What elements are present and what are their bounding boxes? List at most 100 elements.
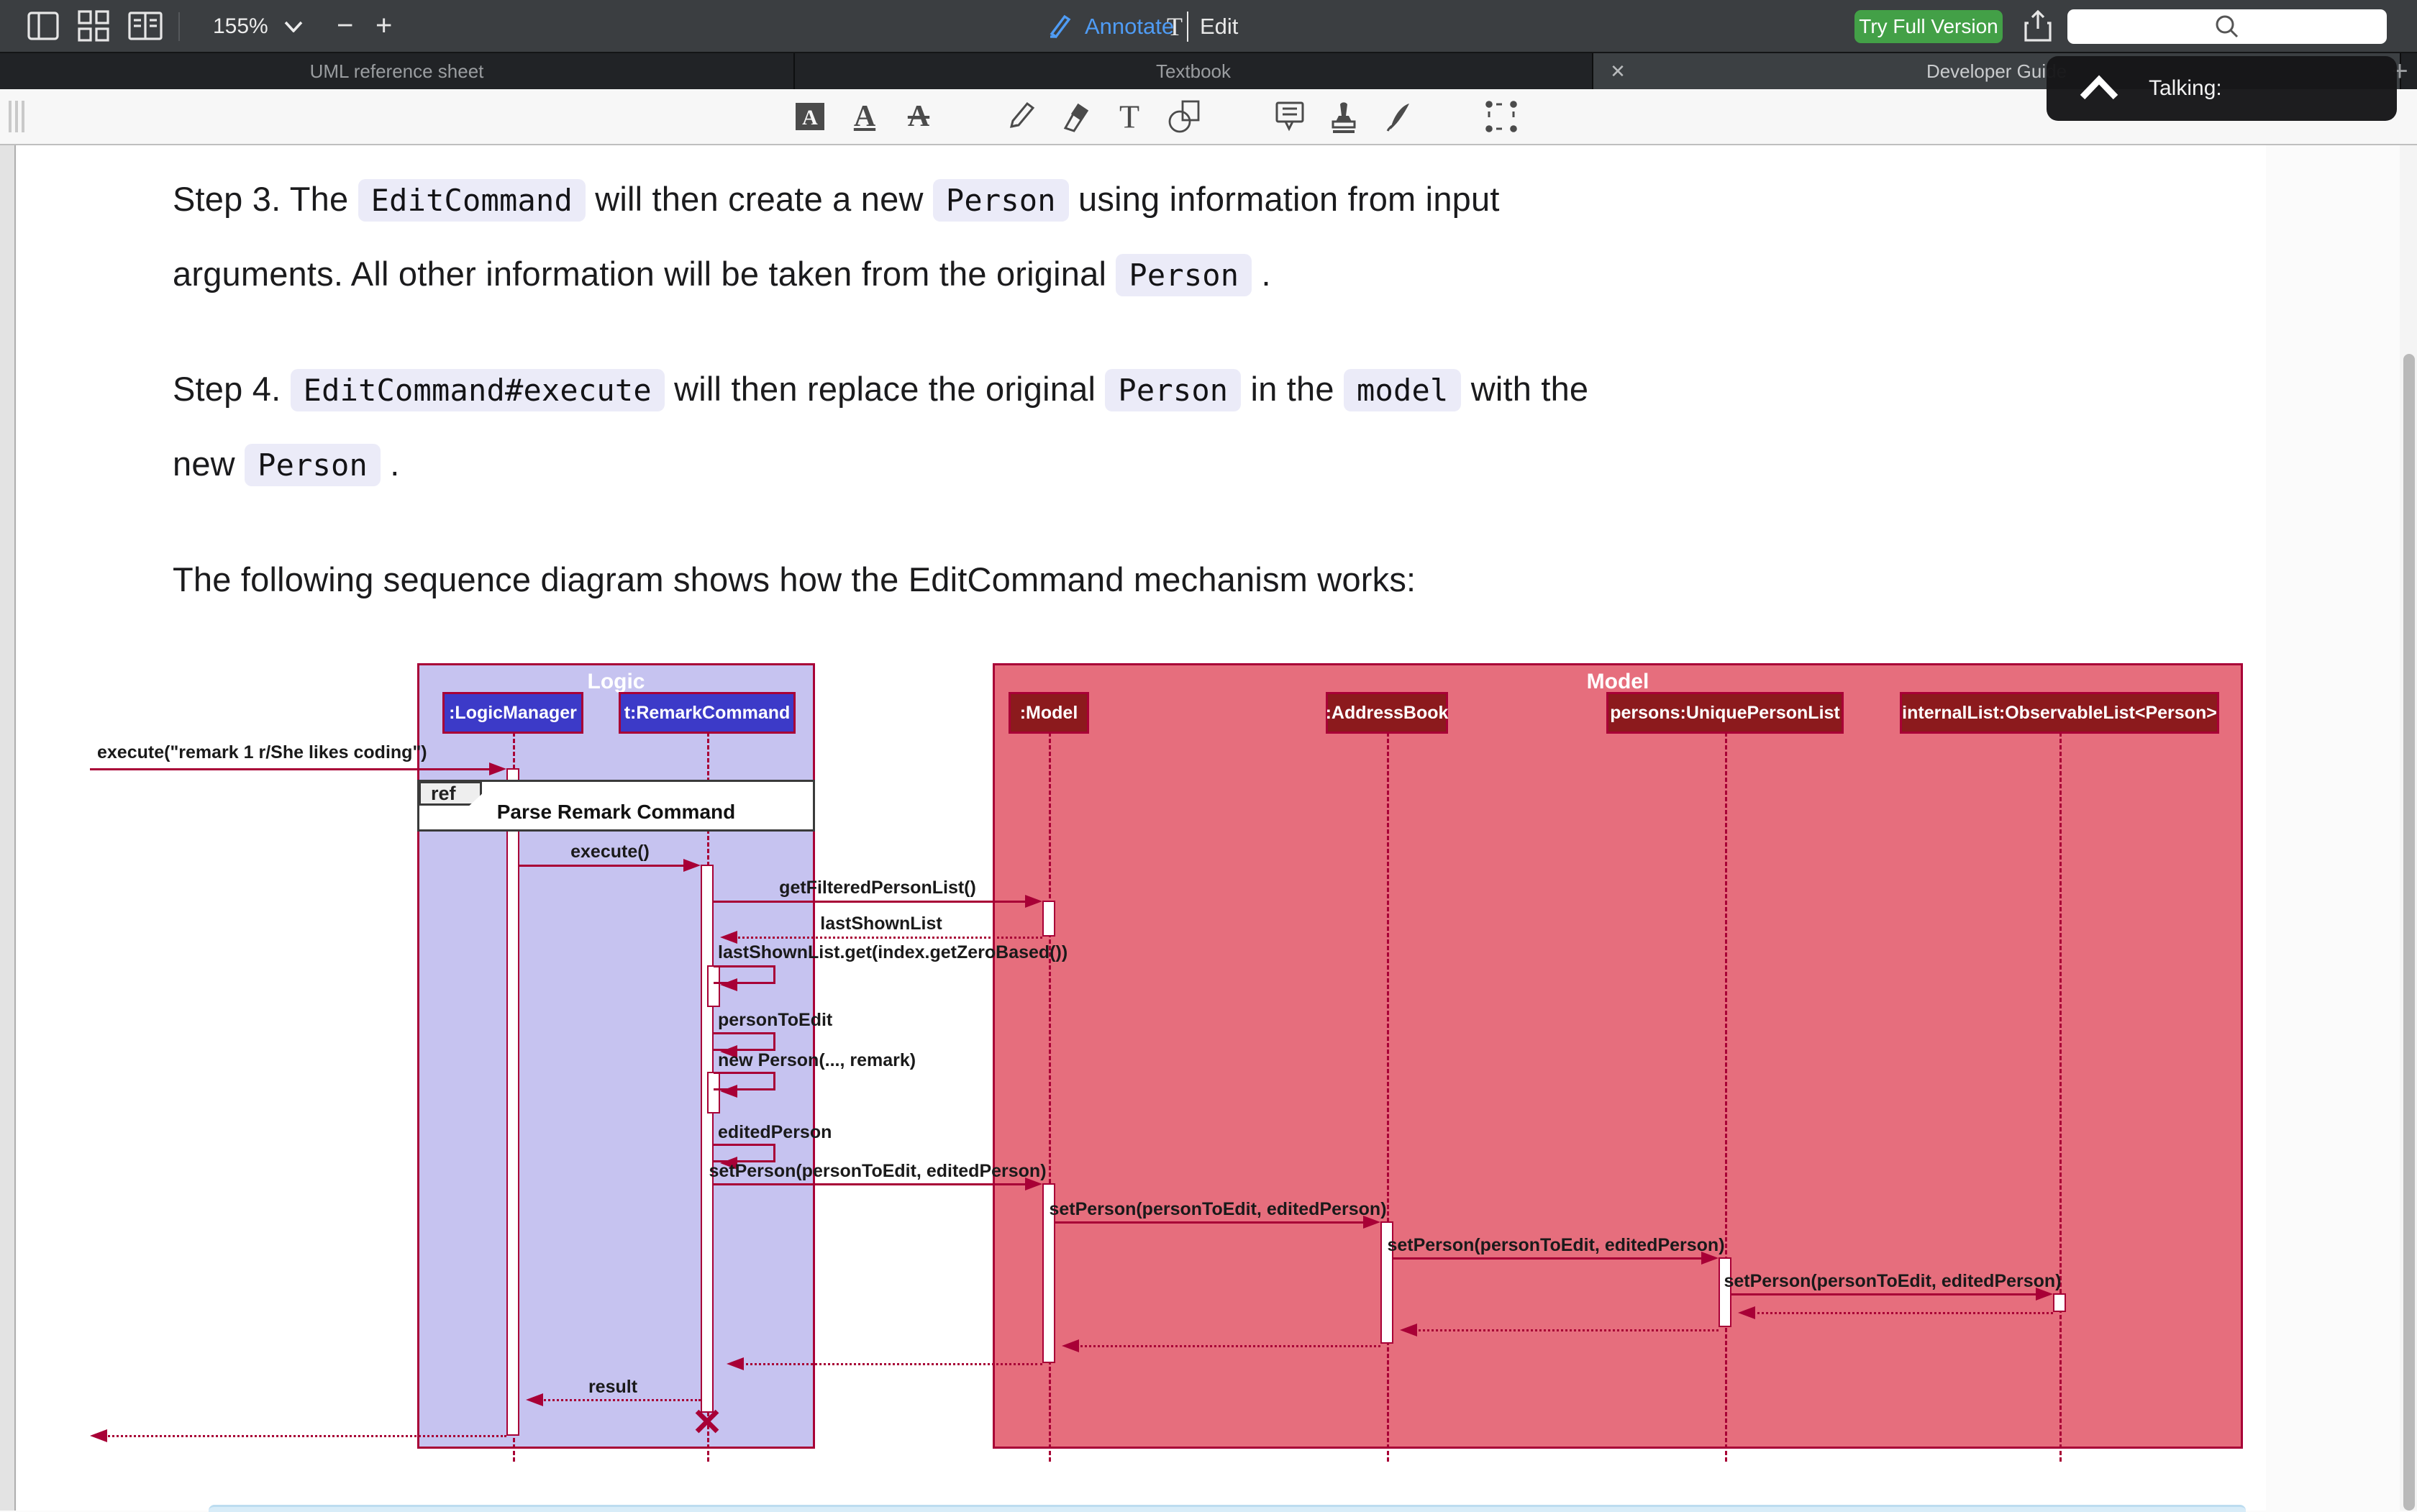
note-comment-icon[interactable] [1274,100,1306,133]
message-set-person-1-line-arrowhead [1025,1178,1042,1190]
highlight-text-icon[interactable]: A [794,100,827,133]
message-execute-line-arrowhead [683,859,701,872]
selfcall-last-shown-get-arrowhead [720,978,737,991]
selfreturn-edited-person [714,1144,775,1162]
page-gutter [0,145,16,1511]
message-person-to-edit: personToEdit [718,1010,833,1030]
text-run: using information from input [1068,180,1500,218]
paragraph: The following sequence diagram shows how… [173,543,2266,616]
talking-overlay: Talking: [2047,56,2397,121]
talking-label: Talking: [2149,76,2222,100]
underline-text-icon[interactable]: A [853,100,876,133]
inline-code: Person [245,444,381,486]
shapes-icon[interactable] [1167,100,1200,133]
actor-box: :Model [1009,692,1089,734]
return-final-arrowhead [90,1429,107,1442]
tab-textbook[interactable]: Textbook [795,53,1593,89]
scrollbar-track[interactable] [2400,145,2417,1511]
sidebar-toggle-icon[interactable] [27,12,59,40]
message-set-person-2-line-arrowhead [1363,1216,1380,1229]
document-viewport: Step 3. The EditCommand will then create… [0,145,2417,1512]
inline-code: EditCommand [358,179,586,222]
text-run: will then create a new [585,180,933,218]
selfreturn-person-to-edit-arrowhead [720,1045,737,1058]
inline-code: Person [1105,369,1242,411]
zoom-out-button[interactable]: − [337,9,354,42]
message-set-person-2-line [1055,1221,1365,1224]
strikethrough-text-icon[interactable]: A [907,100,930,133]
selfreturn-person-to-edit [714,1032,775,1051]
eraser-icon[interactable] [1060,101,1091,132]
search-input[interactable] [2067,9,2387,44]
message-last-shown-line-arrowhead [720,931,737,944]
message-last-shown-line [734,937,1042,939]
stamp-icon[interactable] [1329,100,1359,133]
message-edited-person: editedPerson [718,1122,832,1142]
scrollbar-thumb[interactable] [2403,354,2415,1511]
activation-bar [1719,1257,1731,1327]
return-model [741,1363,1042,1365]
signature-pen-icon[interactable] [1382,101,1414,132]
chevron-up-icon[interactable] [2078,74,2120,103]
tab-close-icon[interactable]: ✕ [1610,60,1626,82]
selfcall-new-person-arrowhead [720,1085,737,1098]
message-result-line-arrowhead [526,1393,543,1406]
annotation-toolbar: A A A T [0,89,2417,145]
toolbar-divider [178,12,180,41]
message-set-person-4-line-arrowhead [2036,1288,2053,1301]
chevron-down-icon [284,21,303,32]
paragraph: Step 3. The EditCommand will then create… [173,163,2266,312]
return-internal-list [1752,1312,2053,1314]
inline-code: Person [932,179,1069,222]
message-set-person-3-line-arrowhead [1701,1252,1719,1265]
return-address-book-arrowhead [1062,1339,1079,1352]
text-box-icon[interactable]: T [1119,98,1140,135]
svg-text:A: A [802,106,818,129]
paragraph: Step 4. EditCommand#execute will then re… [173,352,2266,502]
edit-button[interactable]: T Edit [1167,12,1239,42]
main-toolbar: 155% − + Annotate T Edit Try Full Versio… [0,0,2417,53]
toolbar-drag-handle[interactable] [9,101,24,132]
lifeline [1387,732,1389,1462]
message-set-person-4: setPerson(personToEdit, editedPerson) [1724,1271,2062,1291]
lifeline [1049,732,1051,1462]
inline-code: Person [1116,254,1252,296]
return-address-book [1076,1345,1380,1347]
text-edit-icon: T [1167,12,1188,42]
activation-bar [1042,1183,1055,1363]
try-full-version-button[interactable]: Try Full Version [1854,10,2003,43]
frame-title: Logic [587,670,645,693]
annotate-pen-icon [1050,14,1071,39]
message-user-execute-line [90,768,491,770]
message-execute-line [519,865,685,867]
return-model-arrowhead [727,1357,744,1370]
search-icon [2216,15,2239,38]
message-set-person-1: setPerson(personToEdit, editedPerson) [709,1161,1047,1181]
activation-bar [506,768,519,1436]
ref-keyword: ref [419,781,482,806]
message-get-filtered-line-arrowhead [1025,895,1042,908]
share-icon[interactable] [2023,9,2053,43]
pencil-icon[interactable] [1006,101,1037,132]
pdf-page: Step 3. The EditCommand will then create… [17,145,2266,1512]
zoom-level-control[interactable]: 155% [213,0,303,53]
message-result: result [588,1377,638,1397]
zoom-in-button[interactable]: + [375,9,393,42]
activation-bar [2053,1293,2066,1312]
tab-uml-reference-sheet[interactable]: UML reference sheet [0,53,795,89]
text-run: . [381,445,400,483]
thumbnail-grid-icon[interactable] [78,10,109,42]
text-run: Step 4. [173,370,291,408]
annotate-button[interactable]: Annotate [1044,0,1174,53]
message-new-person: new Person(..., remark) [718,1050,916,1070]
reading-mode-icon[interactable] [128,12,163,40]
text-run: arguments. All other information will be… [173,255,1116,293]
message-user-execute: execute("remark 1 r/She likes coding") [97,742,427,762]
activation-bar [1042,901,1055,937]
message-result-line [540,1399,701,1401]
selection-tool-icon[interactable] [1485,100,1518,133]
selfcall-new-person [714,1072,775,1090]
actor-box: persons:UniquePersonList [1606,692,1844,734]
message-set-person-3-line [1393,1257,1703,1260]
